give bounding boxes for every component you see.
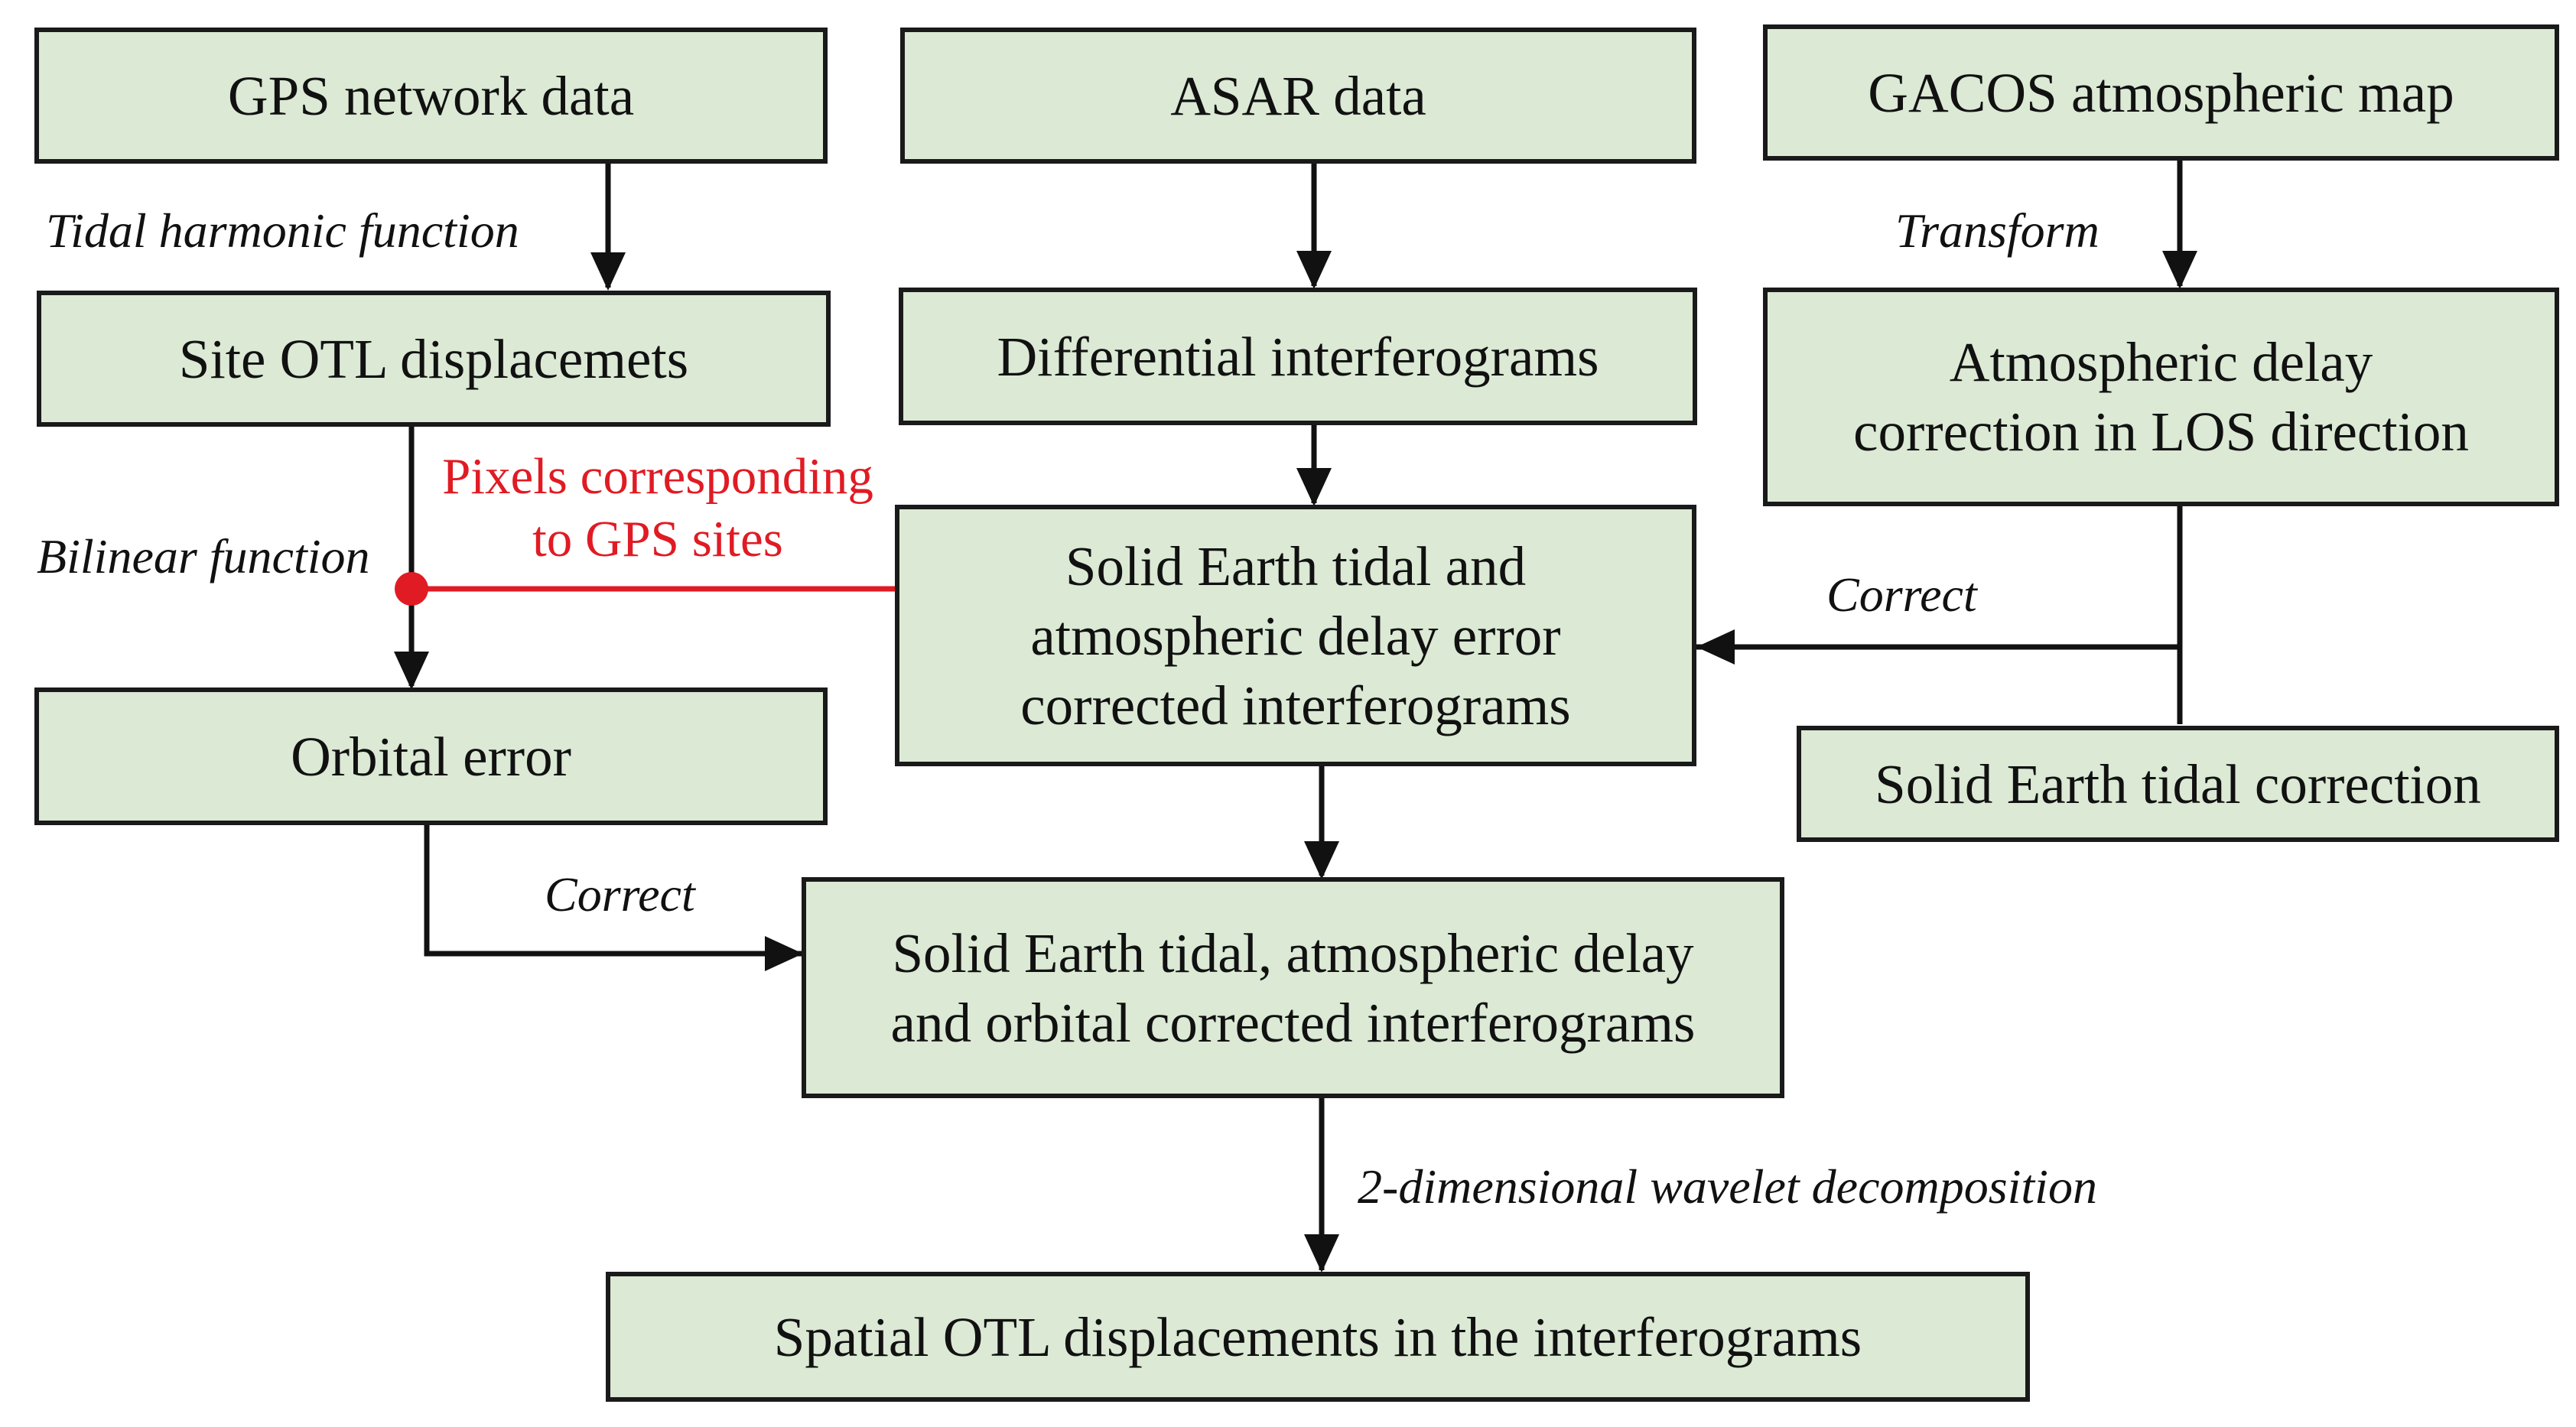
label-correct-left: Correct xyxy=(545,867,695,922)
arrow-orbital-to-combined xyxy=(424,824,802,957)
label-line: to GPS sites xyxy=(532,511,783,567)
arrowhead xyxy=(1296,251,1332,289)
box-text: correction in LOS direction xyxy=(1853,401,2469,463)
box-solid-earth-tidal-correction: Solid Earth tidal correction xyxy=(1797,726,2559,842)
box-text: Solid Earth tidal correction xyxy=(1875,753,2481,815)
box-site-otl: Site OTL displacemets xyxy=(37,291,831,427)
arrowhead xyxy=(590,252,626,291)
arrowhead xyxy=(765,936,803,971)
box-gps-network-data: GPS network data xyxy=(34,28,828,164)
box-text: Orbital error xyxy=(291,725,571,788)
box-text: ASAR data xyxy=(1170,64,1426,127)
box-text: and orbital corrected interferograms xyxy=(890,991,1696,1054)
box-solid-earth-atmos-orbital: Solid Earth tidal, atmospheric delay and… xyxy=(802,877,1784,1098)
box-text: Atmospheric delay xyxy=(1949,331,2373,393)
box-differential-interferograms: Differential interferograms xyxy=(899,288,1697,425)
box-orbital-error: Orbital error xyxy=(34,687,828,825)
label-bilinear: Bilinear function xyxy=(37,529,370,583)
box-text: Differential interferograms xyxy=(997,325,1599,388)
arrowhead xyxy=(1304,841,1339,879)
label-line: Pixels corresponding xyxy=(442,448,873,505)
box-text: atmospheric delay error xyxy=(1030,604,1561,667)
box-asar-data: ASAR data xyxy=(900,28,1696,164)
label-wavelet: 2-dimensional wavelet decomposition xyxy=(1358,1159,2097,1214)
box-text: GACOS atmospheric map xyxy=(1868,61,2454,124)
arrowhead xyxy=(1696,629,1735,665)
box-atmospheric-delay: Atmospheric delay correction in LOS dire… xyxy=(1763,288,2559,506)
label-pixels-corresponding: Pixels corresponding to GPS sites xyxy=(428,445,887,570)
label-transform: Transform xyxy=(1895,203,2100,258)
box-text: GPS network data xyxy=(227,64,635,127)
box-spatial-otl: Spatial OTL displacements in the interfe… xyxy=(606,1272,2030,1402)
box-text: Site OTL displacemets xyxy=(178,327,689,390)
label-tidal-harmonic: Tidal harmonic function xyxy=(46,203,519,258)
box-gacos-map: GACOS atmospheric map xyxy=(1763,24,2559,161)
box-text: Solid Earth tidal and xyxy=(1065,535,1527,597)
arrowhead xyxy=(394,652,429,690)
arrowhead xyxy=(1304,1234,1339,1273)
box-text: corrected interferograms xyxy=(1020,674,1571,736)
box-solid-earth-atmos: Solid Earth tidal and atmospheric delay … xyxy=(895,505,1696,766)
label-correct-right: Correct xyxy=(1826,567,1977,622)
gps-pixel-dot xyxy=(395,572,428,606)
box-text: Spatial OTL displacements in the interfe… xyxy=(773,1305,1862,1368)
box-text: Solid Earth tidal, atmospheric delay xyxy=(892,922,1694,984)
arrowhead xyxy=(2162,251,2197,289)
arrowhead xyxy=(1296,468,1332,506)
